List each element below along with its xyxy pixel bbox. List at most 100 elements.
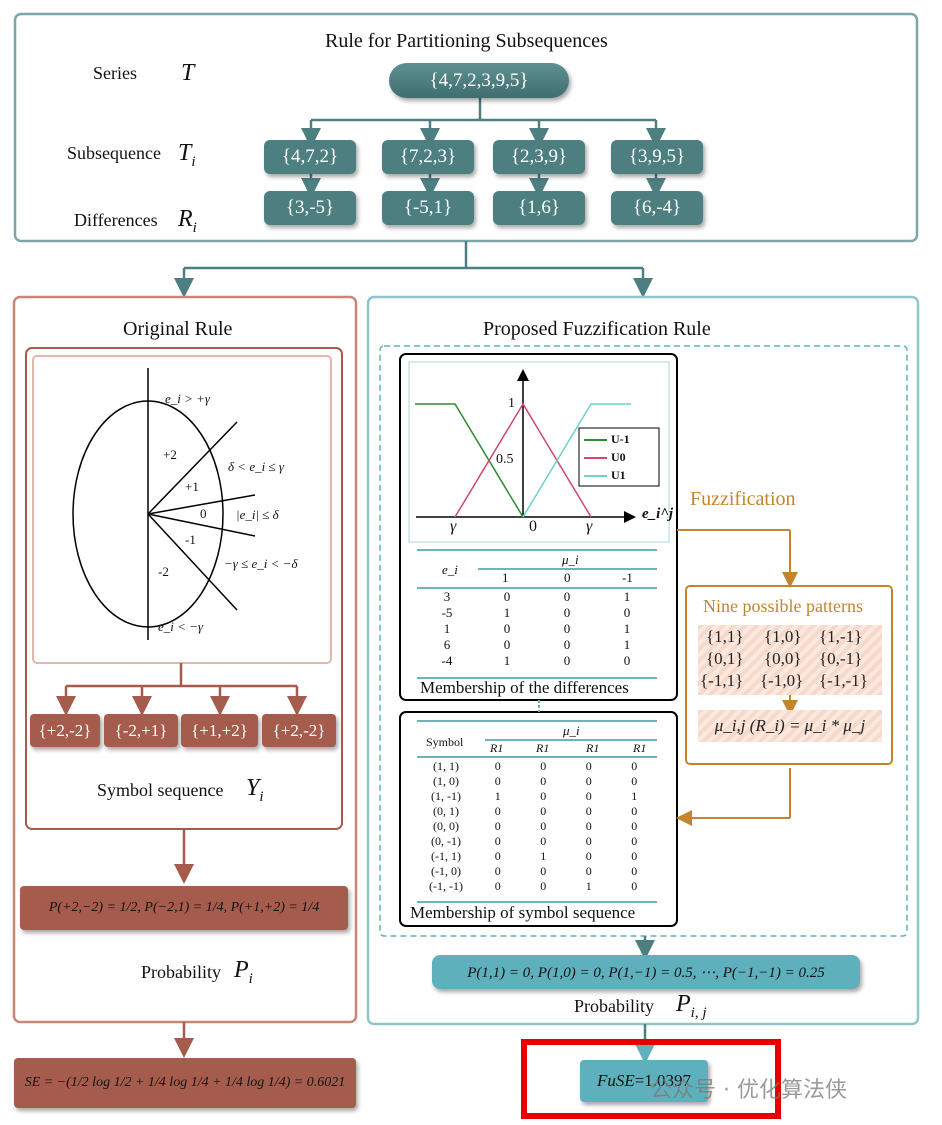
region-label-bottom: e_i < −γ [158,619,204,634]
pattern-item: {-1,-1} [819,671,868,690]
region-value: +1 [185,479,199,494]
subsequence-node: {4,7,2} [264,140,356,174]
pattern-item: {1,1} [706,627,744,646]
symbol-node: {-2,+1} [104,714,178,747]
plot-x-tick: 0 [529,518,537,535]
differences-label: Differences [74,210,158,230]
pattern-item: {0,0} [764,649,802,668]
original-rule-title: Original Rule [123,318,233,340]
symbol-sequence-symbol: Yi [246,775,264,805]
differences-symbol: Ri [178,206,197,236]
table-col-header: R1 [586,741,600,755]
watermark: 公众号 · 优化算法侠 [650,1078,847,1103]
symbol-table-caption: Membership of symbol sequence [410,903,636,922]
pattern-item: {0,-1} [819,649,863,668]
curve-u-neg1 [415,403,524,518]
region-value: -2 [158,564,169,579]
subsequence-node: {2,3,9} [493,140,585,174]
table-col-header: 1 [502,570,509,585]
membership-plot [415,369,660,523]
plot-y-tick: 1 [508,396,515,411]
region-label-upper: δ < e_i ≤ γ [228,459,284,474]
patterns-title: Nine possible patterns [703,596,863,616]
table-row-header: e_i [442,562,458,577]
subsequence-node: {3,9,5} [611,140,703,174]
pattern-item: {-1,0} [760,671,804,690]
partition-title: Rule for Partitioning Subsequences [325,30,608,52]
series-value-node: {4,7,2,3,9,5} [389,63,569,98]
circle-inner-box [25,347,343,830]
legend-entry: U0 [611,450,626,464]
table-col-header: R1 [490,741,504,755]
difference-node: {3,-5} [264,191,356,225]
patterns-box [685,585,893,765]
subsequence-label: Subsequence [67,143,161,163]
patterns-grid: {1,1} {1,0} {1,-1} {0,1} {0,0} {0,-1} {-… [698,625,882,695]
pattern-item: {1,0} [764,627,802,646]
table-col-header: R1 [633,741,647,755]
difference-node: {-5,1} [382,191,474,225]
series-arrows [301,98,666,198]
region-value: +2 [163,447,177,462]
table-col-group: μ_i [563,723,580,738]
original-probability-label: Probability [141,962,221,982]
fuse-highlight [521,1039,781,1119]
region-label-lower: −γ ≤ e_i < −δ [224,556,298,571]
difference-node: {6,-4} [611,191,703,225]
legend-entry: U-1 [611,432,630,446]
series-symbol: T [181,60,195,86]
region-label-mid: |e_i| ≤ δ [236,507,279,522]
pattern-item: {1,-1} [819,627,863,646]
membership-table-caption: Membership of the differences [420,678,629,697]
fuzzification-label: Fuzzification [690,488,796,510]
branch-arrows [174,241,653,298]
pattern-formula: μ_i,j (R_i) = μ_i * μ_j [698,710,882,742]
pattern-item: {-1,1} [700,671,744,690]
se-formula: SE = −(1/2 log 1/2 + 1/4 log 1/4 + 1/4 l… [14,1058,356,1108]
fuzzy-probability-label: Probability [574,996,654,1016]
symbol-node: {+2,-2} [30,714,100,747]
fuzzification-rule-panel [366,295,920,1026]
pattern-item: {0,1} [706,649,744,668]
fuzzification-arrows [676,529,798,826]
legend-entry: U1 [611,468,626,482]
table-rules [417,549,657,903]
left-arrows [56,663,307,1058]
subsequence-symbol: Ti [178,140,196,170]
region-value: -1 [185,532,196,547]
plot-x-label: e_i^j [642,506,674,522]
plot-y-tick: 0.5 [496,452,514,467]
fuzzification-rule-title: Proposed Fuzzification Rule [483,318,711,340]
difference-node: {1,6} [493,191,585,225]
original-probability-symbol: Pi [234,957,253,987]
fuzzy-probability-symbol: Pi, j [676,991,707,1021]
curve-u0 [454,402,592,518]
curve-u1 [522,403,631,518]
table-col-group: μ_i [562,552,579,567]
circle-rule-diagram [72,368,256,640]
table-row-header: Symbol [426,735,464,749]
region-value: 0 [200,506,207,521]
symbol-node: {+1,+2} [181,714,258,747]
table-col-header: -1 [622,570,633,585]
series-label: Series [93,63,137,83]
plot-x-tick: γ [450,518,457,535]
symbol-sequence-label: Symbol sequence [97,780,224,800]
subsequence-node: {7,2,3} [382,140,474,174]
table-col-header: R1 [536,741,550,755]
symbol-node: {+2,-2} [262,714,336,747]
